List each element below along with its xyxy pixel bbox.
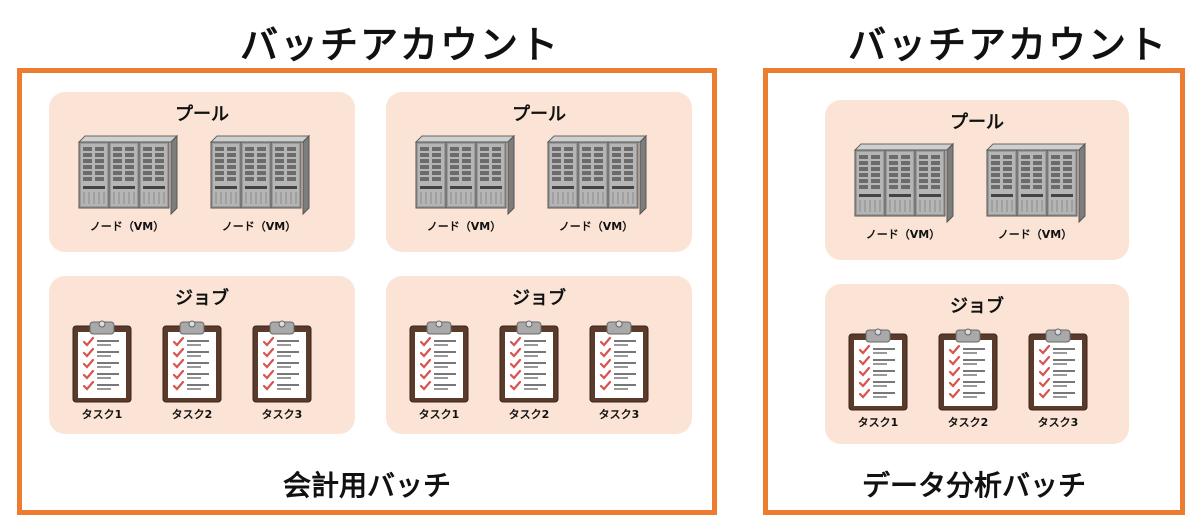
server-rack-icon [541, 134, 651, 216]
batch-name: データ分析バッチ [861, 469, 1086, 502]
server-rack-icon [72, 134, 182, 216]
job-panel: ジョブ タスク1 タスク2 タスク3 [49, 276, 355, 434]
task: タスク1 [47, 318, 157, 422]
clipboard-checklist-icon [137, 318, 247, 404]
node-label: ノード（VM） [997, 228, 1073, 241]
clipboard-checklist-icon [384, 318, 494, 404]
job-title: ジョブ [512, 288, 566, 309]
server-rack-icon [409, 134, 519, 216]
task-label: タスク3 [598, 408, 640, 421]
server-rack-icon [204, 134, 314, 216]
node-label: ノード（VM） [89, 220, 165, 233]
task-label: タスク2 [947, 416, 989, 429]
server-rack-icon [848, 142, 958, 224]
clipboard-checklist-icon [227, 318, 337, 404]
job-panel: ジョブ タスク1 タスク2 タスク3 [825, 284, 1129, 444]
job-title: ジョブ [950, 296, 1004, 317]
task: タスク2 [913, 326, 1023, 430]
task: タスク1 [823, 326, 933, 430]
server-rack-icon [980, 142, 1090, 224]
node: ノード（VM） [409, 134, 519, 234]
task: タスク3 [1003, 326, 1113, 430]
node: ノード（VM） [541, 134, 651, 234]
task: タスク2 [474, 318, 584, 422]
task: タスク3 [227, 318, 337, 422]
batch-name: 会計用バッチ [282, 469, 451, 502]
node: ノード（VM） [72, 134, 182, 234]
pool-title: プール [512, 104, 566, 125]
task-label: タスク2 [508, 408, 550, 421]
node: ノード（VM） [204, 134, 314, 234]
pool-title: プール [950, 112, 1004, 133]
task-label: タスク1 [418, 408, 460, 421]
clipboard-checklist-icon [913, 326, 1023, 412]
task-label: タスク1 [81, 408, 123, 421]
node-label: ノード（VM） [865, 228, 941, 241]
node: ノード（VM） [848, 142, 958, 242]
node-label: ノード（VM） [558, 220, 634, 233]
clipboard-checklist-icon [564, 318, 674, 404]
task-label: タスク3 [1037, 416, 1079, 429]
node-label: ノード（VM） [221, 220, 297, 233]
clipboard-checklist-icon [823, 326, 933, 412]
task: タスク3 [564, 318, 674, 422]
task-label: タスク1 [857, 416, 899, 429]
clipboard-checklist-icon [47, 318, 157, 404]
job-panel: ジョブ タスク1 タスク2 タスク3 [386, 276, 692, 434]
job-title: ジョブ [175, 288, 229, 309]
task: タスク1 [384, 318, 494, 422]
pool-panel: プール ノード（VM） ノード（VM） [49, 92, 355, 252]
account-title: バッチアカウント [848, 23, 1169, 67]
node-label: ノード（VM） [426, 220, 502, 233]
clipboard-checklist-icon [474, 318, 584, 404]
account-title: バッチアカウント [240, 23, 561, 67]
task-label: タスク3 [261, 408, 303, 421]
batch-account-box: プール ノード（VM） ノード（VM） ジョブ タスク1 タスク2 [17, 68, 717, 515]
pool-panel: プール ノード（VM） ノード（VM） [386, 92, 692, 252]
task: タスク2 [137, 318, 247, 422]
clipboard-checklist-icon [1003, 326, 1113, 412]
task-label: タスク2 [171, 408, 213, 421]
node: ノード（VM） [980, 142, 1090, 242]
batch-account-box: プール ノード（VM） ノード（VM） ジョブ タスク1 タスク2 [763, 68, 1185, 515]
pool-panel: プール ノード（VM） ノード（VM） [825, 100, 1129, 260]
pool-title: プール [175, 104, 229, 125]
